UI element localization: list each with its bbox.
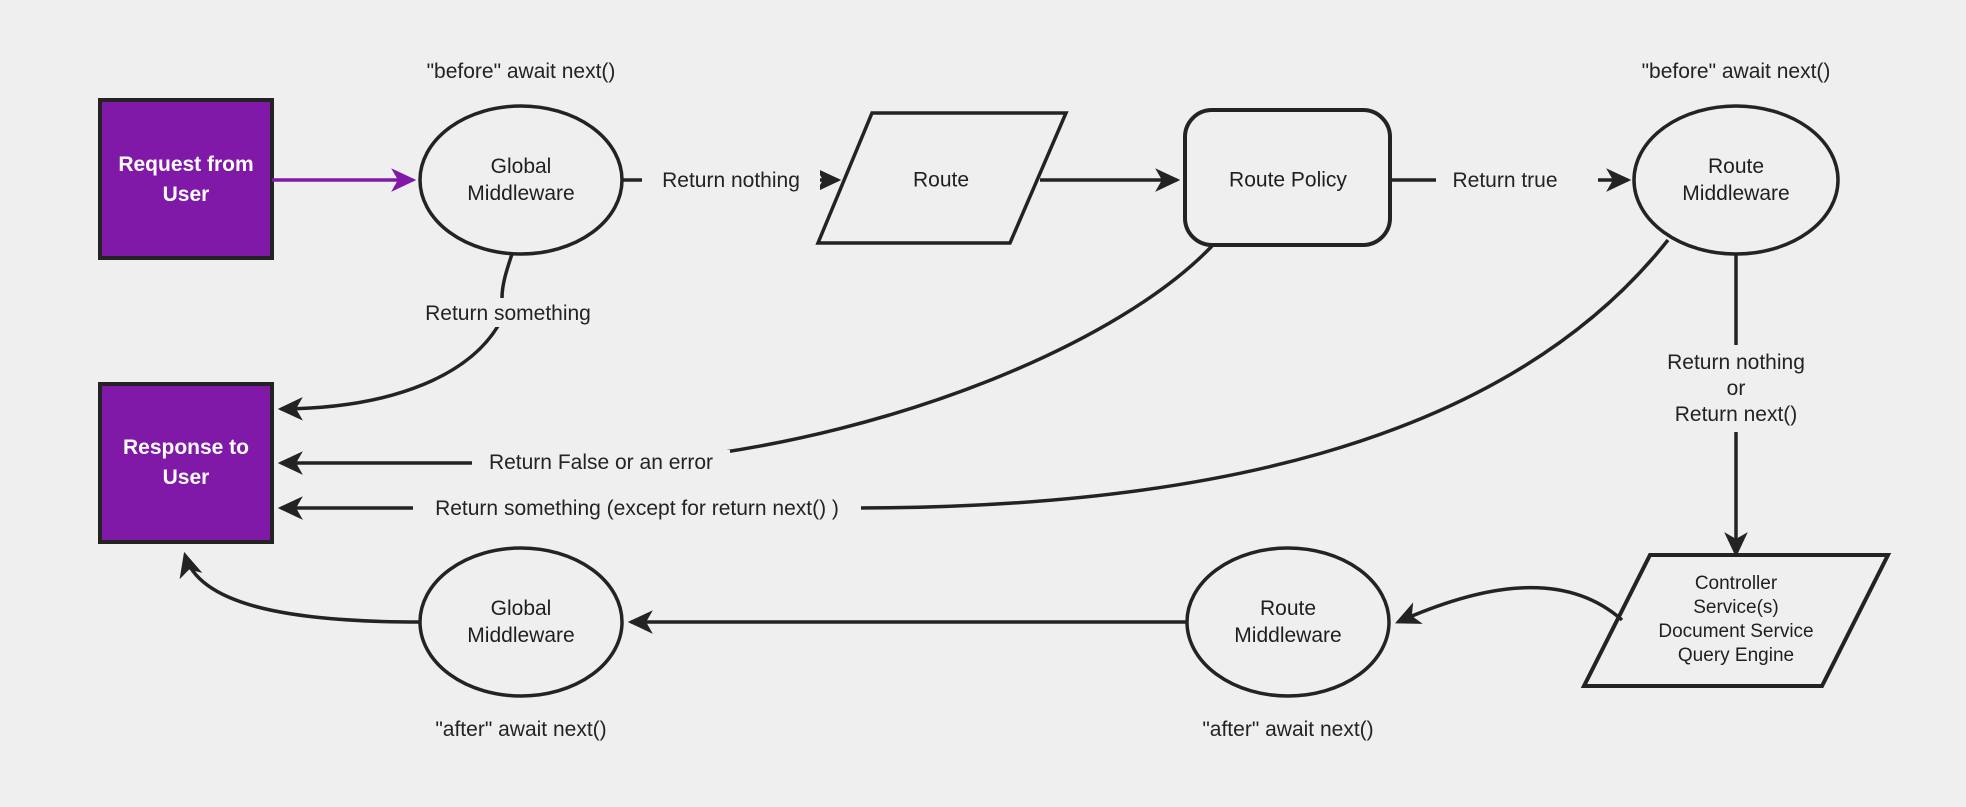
edge-policy-to-response-curve xyxy=(671,244,1214,461)
node-response-to-user xyxy=(98,382,274,544)
node-route xyxy=(815,111,1069,245)
edge-label-return-true: Return true xyxy=(1436,168,1574,194)
node-controller-stack xyxy=(1580,553,1892,688)
node-route-middleware-before xyxy=(1632,104,1840,256)
node-global-middleware-before xyxy=(418,104,624,256)
edge-rm-to-response-curve xyxy=(854,238,1670,510)
edge-global-to-response-upper xyxy=(500,253,514,299)
edge-label-return-nothing: Return nothing xyxy=(642,168,820,194)
edge-label-return-false-or-error: Return False or an error xyxy=(472,450,730,476)
node-route-middleware-after xyxy=(1185,546,1391,698)
annotation-before-await-next-route: "before" await next() xyxy=(1641,60,1831,83)
node-route-policy xyxy=(1183,108,1392,247)
annotation-before-await-next-global: "before" await next() xyxy=(426,60,616,83)
edge-controller-to-rm-after xyxy=(1395,585,1624,624)
annotation-after-await-next-route: "after" await next() xyxy=(1202,718,1374,741)
node-request-from-user xyxy=(98,98,274,260)
node-global-middleware-after xyxy=(418,546,624,698)
edge-global-to-response-lower xyxy=(277,325,500,421)
edge-label-return-nothing-or-next: Return nothing or Return next() xyxy=(1632,350,1840,428)
edge-label-return-something-except-next: Return something (except for return next… xyxy=(413,496,861,522)
edge-gm-after-to-response xyxy=(179,551,421,624)
edge-label-return-something: Return something xyxy=(404,301,612,327)
annotation-after-await-next-global: "after" await next() xyxy=(435,718,607,741)
